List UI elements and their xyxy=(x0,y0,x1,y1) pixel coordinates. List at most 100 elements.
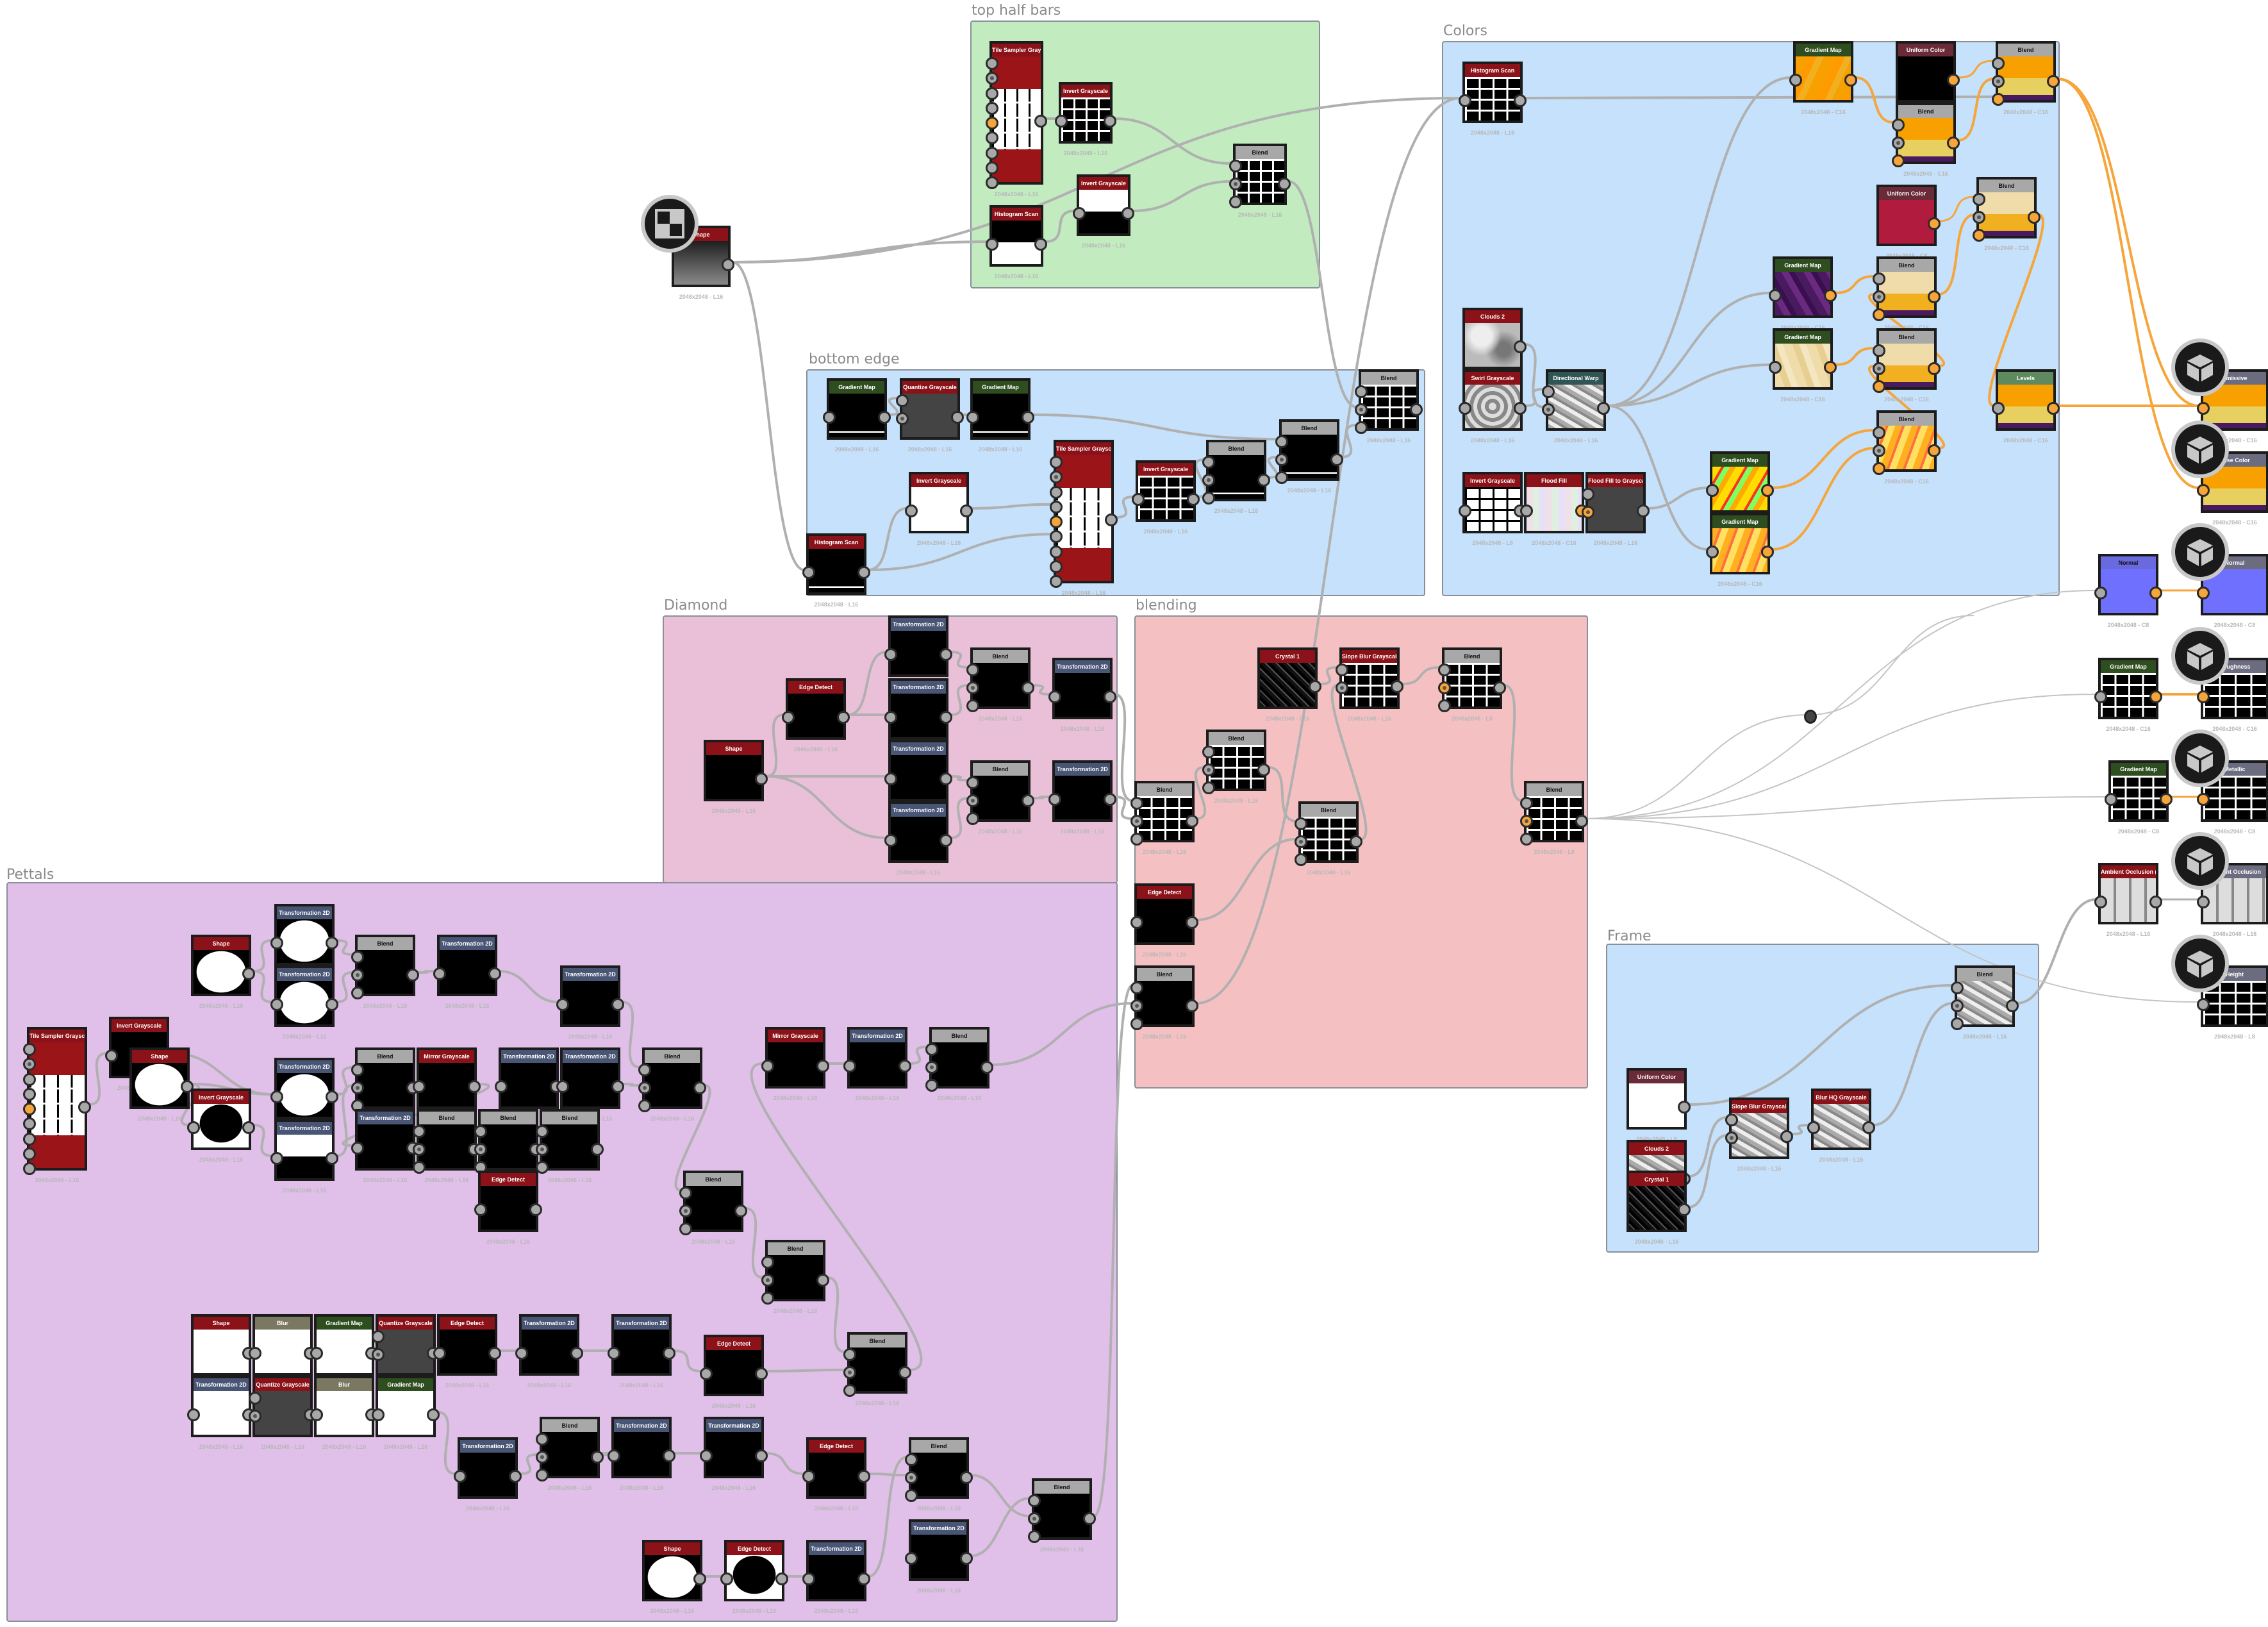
input-port[interactable] xyxy=(843,1366,856,1379)
input-port[interactable] xyxy=(270,937,283,949)
output-port[interactable] xyxy=(755,1367,768,1380)
input-port[interactable] xyxy=(351,1081,364,1094)
output-cube-icon[interactable] xyxy=(2171,832,2229,890)
output-port[interactable] xyxy=(755,1449,768,1462)
output-port[interactable] xyxy=(1928,444,1941,457)
input-port[interactable] xyxy=(966,681,979,694)
output-port[interactable] xyxy=(1928,217,1941,230)
output-port[interactable] xyxy=(1350,835,1362,848)
input-port[interactable] xyxy=(2094,690,2107,703)
input-port[interactable] xyxy=(1202,781,1215,794)
output-port[interactable] xyxy=(1928,362,1941,375)
input-port[interactable] xyxy=(1130,1017,1143,1030)
input-port[interactable] xyxy=(1582,488,1594,501)
input-port[interactable] xyxy=(986,117,998,129)
input-port[interactable] xyxy=(1130,815,1143,828)
input-port[interactable] xyxy=(1275,471,1288,484)
input-port[interactable] xyxy=(351,969,364,981)
input-port[interactable] xyxy=(413,1143,426,1156)
output-port[interactable] xyxy=(1104,690,1116,703)
input-port[interactable] xyxy=(966,776,979,789)
input-port[interactable] xyxy=(986,101,998,115)
input-port[interactable] xyxy=(638,1064,651,1076)
input-port[interactable] xyxy=(679,1205,692,1217)
input-port[interactable] xyxy=(1873,462,1885,475)
output-port[interactable] xyxy=(1780,1130,1793,1143)
input-port[interactable] xyxy=(1055,115,1068,128)
input-port[interactable] xyxy=(1028,1530,1041,1543)
output-port[interactable] xyxy=(1034,115,1047,128)
input-port[interactable] xyxy=(249,1410,261,1423)
input-port[interactable] xyxy=(1050,575,1063,588)
output-cube-icon[interactable] xyxy=(2171,523,2229,581)
input-port[interactable] xyxy=(823,411,836,424)
output-port[interactable] xyxy=(591,1143,604,1156)
output-port[interactable] xyxy=(1575,815,1588,828)
input-port[interactable] xyxy=(1336,681,1348,694)
input-port[interactable] xyxy=(2105,793,2117,806)
output-port[interactable] xyxy=(1186,815,1198,828)
node-out-ao-src[interactable]: Ambient Occlusion (HBA...2048x2048 - L16 xyxy=(2094,863,2162,937)
output-port[interactable] xyxy=(1637,505,1650,517)
output-port[interactable] xyxy=(1410,403,1423,416)
output-port[interactable] xyxy=(242,967,255,980)
output-port[interactable] xyxy=(1947,74,1960,87)
output-port[interactable] xyxy=(693,1573,706,1585)
input-port[interactable] xyxy=(2197,587,2210,599)
input-port[interactable] xyxy=(23,1058,36,1071)
output-port[interactable] xyxy=(734,1205,747,1217)
input-port[interactable] xyxy=(761,1060,774,1072)
input-port[interactable] xyxy=(23,1087,36,1101)
output-port[interactable] xyxy=(722,258,734,271)
input-port[interactable] xyxy=(1050,485,1063,499)
input-port[interactable] xyxy=(270,998,283,1011)
connection-wire[interactable] xyxy=(1585,590,2097,819)
output-port[interactable] xyxy=(663,1449,675,1462)
input-port[interactable] xyxy=(1459,505,1471,517)
output-port[interactable] xyxy=(1186,916,1198,929)
input-port[interactable] xyxy=(608,1449,620,1462)
output-cube-icon[interactable] xyxy=(2171,338,2229,396)
input-port[interactable] xyxy=(23,1162,36,1175)
input-port[interactable] xyxy=(536,1433,549,1446)
input-port[interactable] xyxy=(556,998,569,1011)
input-port[interactable] xyxy=(1295,853,1307,866)
input-port[interactable] xyxy=(884,772,897,785)
input-port[interactable] xyxy=(372,1408,385,1421)
input-port[interactable] xyxy=(270,1152,283,1165)
input-port[interactable] xyxy=(1048,690,1061,703)
input-port[interactable] xyxy=(608,1347,620,1360)
output-port[interactable] xyxy=(1514,402,1527,415)
input-port[interactable] xyxy=(1951,1017,1964,1030)
input-port[interactable] xyxy=(187,1408,200,1421)
input-port[interactable] xyxy=(1951,981,1964,994)
input-port[interactable] xyxy=(966,812,979,825)
output-port[interactable] xyxy=(981,1061,993,1074)
input-port[interactable] xyxy=(986,161,998,174)
output-port[interactable] xyxy=(529,1203,542,1216)
output-port[interactable] xyxy=(1278,178,1291,190)
output-port[interactable] xyxy=(611,1080,624,1093)
input-port[interactable] xyxy=(515,1347,528,1360)
output-port[interactable] xyxy=(468,1080,481,1093)
